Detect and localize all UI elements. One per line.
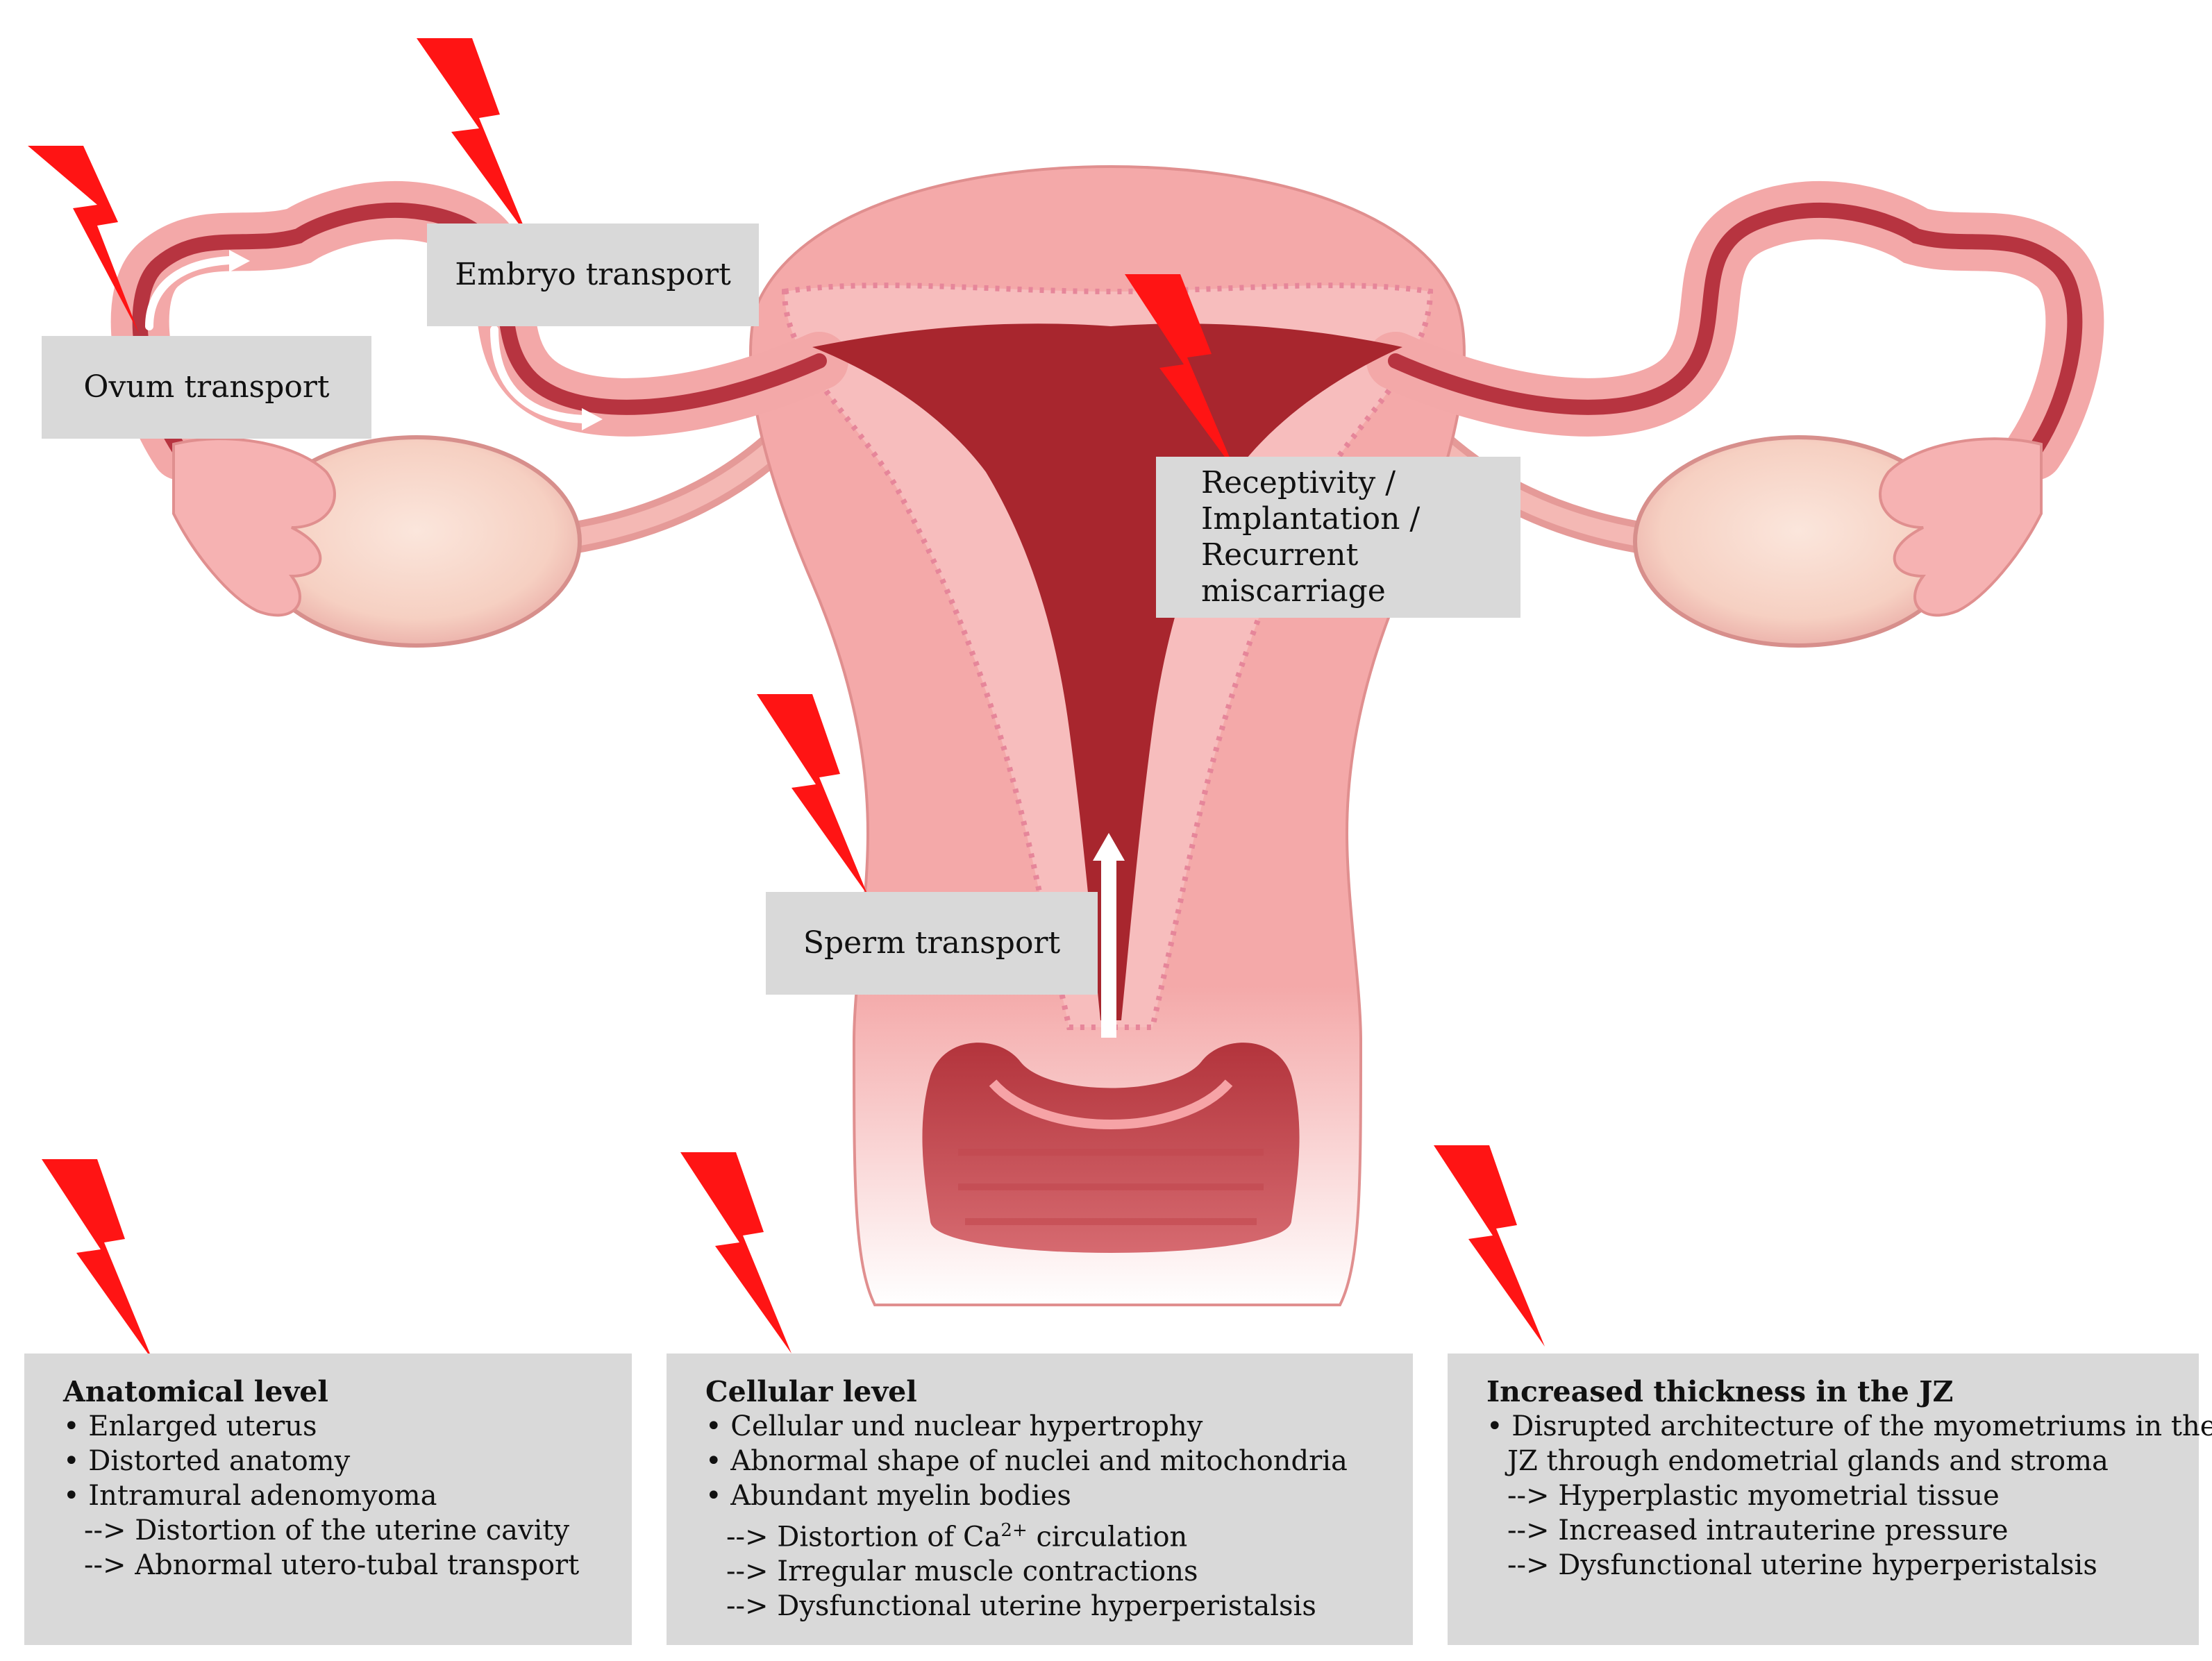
lightning-bolt-icon	[1125, 274, 1236, 472]
effect-item: --> Hyperplastic myometrial tissue	[1507, 1480, 2000, 1512]
cervix	[922, 1043, 1300, 1253]
bullet-item: • Enlarged uterus	[63, 1410, 317, 1442]
fallopian-tube-left	[110, 180, 848, 480]
fimbriae-right	[1879, 437, 2043, 617]
miscarriage-line: Recurrent miscarriage	[1201, 537, 1386, 609]
effect-prefix: --> Distortion of Ca	[726, 1521, 1001, 1553]
bullet-item: • Intramural adenomyoma	[63, 1480, 437, 1512]
panel-title: Cellular level	[705, 1375, 917, 1408]
lightning-bolt-icon	[757, 694, 868, 895]
effect-superscript: 2+	[1000, 1520, 1028, 1541]
bullet-continuation: JZ through endometrial glands and stroma	[1507, 1445, 2109, 1477]
fimbriae-left	[172, 437, 336, 617]
cellular-level-panel: Cellular level • Cellular und nuclear hy…	[667, 1354, 1413, 1645]
lightning-bolt-icon	[680, 1152, 791, 1354]
effect-item: --> Dysfunctional uterine hyperperistals…	[726, 1590, 1316, 1623]
effect-item: --> Abnormal utero-tubal transport	[84, 1549, 580, 1581]
sperm-transport-label: Sperm transport	[766, 892, 1098, 995]
bullet-item: • Distorted anatomy	[63, 1445, 351, 1477]
arrow-icon	[145, 250, 250, 330]
effect-suffix: circulation	[1027, 1521, 1188, 1553]
lightning-bolt-icon	[1434, 1145, 1545, 1347]
ovum-transport-label: Ovum transport	[42, 336, 371, 439]
uterine-cavity	[812, 323, 1402, 1020]
effect-item: --> Increased intrauterine pressure	[1507, 1515, 2009, 1546]
embryo-transport-text: Embryo transport	[455, 257, 731, 292]
effect-item: --> Distortion of the uterine cavity	[84, 1515, 570, 1546]
jz-thickness-panel: Increased thickness in the JZ • Disrupte…	[1448, 1354, 2212, 1645]
bullet-item: • Abundant myelin bodies	[705, 1480, 1071, 1512]
arrow-icon	[490, 326, 603, 430]
ovarian-ligament-left	[533, 414, 807, 557]
ovum-transport-text: Ovum transport	[83, 369, 330, 405]
bullet-item: • Abnormal shape of nuclei and mitochond…	[705, 1445, 1348, 1477]
fallopian-tube-right	[1366, 180, 2104, 480]
arrow-icon	[1093, 833, 1125, 1038]
lightning-bolt-icon	[28, 146, 139, 333]
anatomical-level-panel: Anatomical level • Enlarged uterus • Dis…	[24, 1354, 632, 1645]
lightning-bolt-icon	[42, 1159, 153, 1360]
bullet-item: • Disrupted architecture of the myometri…	[1486, 1410, 2212, 1442]
embryo-transport-label: Embryo transport	[427, 224, 759, 326]
receptivity-label: Receptivity / Implantation / Recurrent m…	[1156, 457, 1520, 618]
effect-item: --> Irregular muscle contractions	[726, 1555, 1198, 1588]
panel-title: Anatomical level	[63, 1375, 328, 1408]
receptivity-line: Receptivity /	[1201, 465, 1396, 500]
bullet-item: • Cellular und nuclear hypertrophy	[705, 1410, 1203, 1442]
lightning-bolt-icon	[417, 38, 528, 236]
panel-title: Increased thickness in the JZ	[1486, 1375, 1954, 1408]
effect-item: --> Distortion of Ca2+ circulation	[705, 1513, 1392, 1554]
effect-item: --> Dysfunctional uterine hyperperistals…	[1507, 1549, 2097, 1581]
sperm-transport-text: Sperm transport	[803, 925, 1061, 961]
implantation-line: Implantation /	[1201, 501, 1421, 537]
